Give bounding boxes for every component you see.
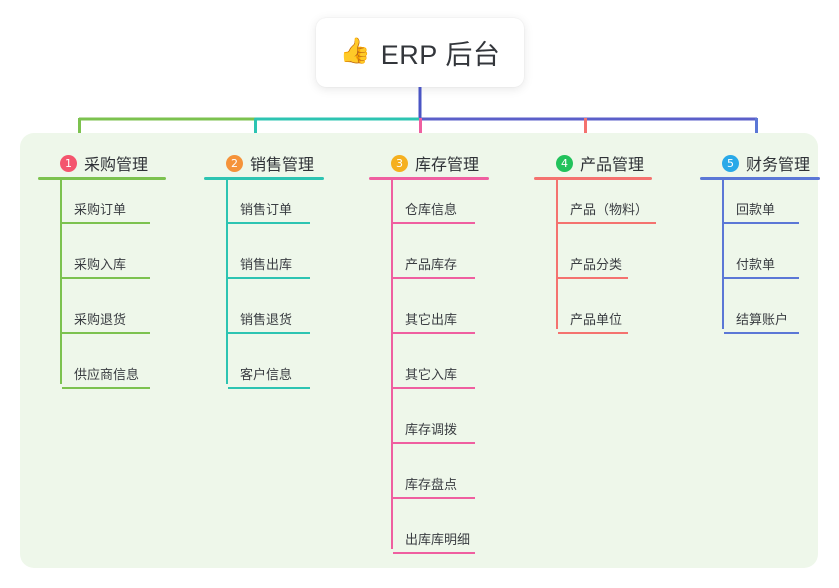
module-header-2[interactable]: 2 销售管理 — [226, 151, 314, 175]
root-node[interactable]: 👍 ERP 后台 — [316, 18, 524, 87]
module-item-label: 结算账户 — [736, 312, 789, 327]
module-index-badge: 2 — [226, 154, 243, 172]
module-item-label: 销售订单 — [240, 202, 293, 217]
module-item-label: 产品分类 — [570, 257, 623, 272]
module-item-label: 出库库明细 — [405, 532, 471, 547]
module-item-label: 付款单 — [736, 257, 776, 272]
module-item-label: 回款单 — [736, 202, 776, 217]
module-spine — [391, 178, 393, 549]
module-index-badge: 4 — [556, 154, 573, 172]
module-item-label: 仓库信息 — [405, 202, 458, 217]
module-item-rule — [393, 387, 475, 389]
module-title: 产品管理 — [580, 157, 645, 174]
module-item-label: 销售退货 — [240, 312, 293, 327]
module-item-rule — [228, 277, 310, 279]
module-title: 库存管理 — [415, 157, 480, 174]
module-spine — [226, 178, 228, 384]
module-title: 销售管理 — [250, 157, 315, 174]
module-item-rule — [228, 387, 310, 389]
module-item-rule — [393, 332, 475, 334]
module-item-rule — [393, 552, 475, 554]
module-header-rule — [534, 177, 652, 180]
module-column-4: 4 产品管理产品（物料） 产品分类产品单位 — [534, 133, 656, 334]
module-title: 采购管理 — [84, 157, 149, 174]
module-item-rule — [228, 222, 310, 224]
module-item-label: 其它入库 — [405, 367, 458, 382]
module-item-rule — [393, 277, 475, 279]
module-item-rule — [724, 222, 799, 224]
module-item-label: 库存调拨 — [405, 422, 458, 437]
module-column-3: 3 库存管理仓库信息产品库存其它出库其它入库库存调拨库存盘点出库库明细 — [369, 133, 489, 554]
module-item-rule — [62, 332, 150, 334]
thumbs-up-icon: 👍 — [339, 37, 371, 65]
module-item-label: 客户信息 — [240, 367, 293, 382]
module-header-rule — [38, 177, 166, 180]
module-item-label: 采购退货 — [74, 312, 127, 327]
module-spine — [722, 178, 724, 329]
module-header-4[interactable]: 4 产品管理 — [556, 151, 644, 175]
module-item-rule — [62, 387, 150, 389]
module-item-rule — [724, 277, 799, 279]
module-index-badge: 1 — [60, 154, 77, 172]
module-item-rule — [558, 277, 628, 279]
module-header-rule — [700, 177, 820, 180]
module-spine — [60, 178, 62, 384]
module-item-rule — [393, 222, 475, 224]
module-item-label: 其它出库 — [405, 312, 458, 327]
module-item-label: 供应商信息 — [74, 367, 140, 382]
module-item-label: 销售出库 — [240, 257, 293, 272]
module-item-rule — [62, 277, 150, 279]
module-item-label: 产品库存 — [405, 257, 458, 272]
module-index-badge: 5 — [722, 154, 739, 172]
module-column-2: 2 销售管理销售订单销售出库销售退货客户信息 — [204, 133, 324, 389]
module-item-label: 库存盘点 — [405, 477, 458, 492]
module-column-1: 1 采购管理采购订单采购入库采购退货供应商信息 — [38, 133, 166, 389]
module-item-label: 产品（物料） — [570, 202, 649, 217]
modules-panel: 1 采购管理采购订单采购入库采购退货供应商信息 2 销售管理销售订单销售出库销售退货客… — [20, 133, 820, 568]
module-item-rule — [393, 442, 475, 444]
module-spine — [556, 178, 558, 329]
root-title: ERP 后台 — [380, 40, 501, 70]
module-title: 财务管理 — [746, 157, 811, 174]
module-index-badge: 3 — [391, 154, 408, 172]
module-header-5[interactable]: 5 财务管理 — [722, 151, 810, 175]
module-item-label: 采购入库 — [74, 257, 127, 272]
module-header-3[interactable]: 3 库存管理 — [391, 151, 479, 175]
module-item-rule — [724, 332, 799, 334]
module-item-rule — [558, 222, 656, 224]
module-column-5: 5 财务管理回款单付款单结算账户 — [700, 133, 820, 334]
module-item-rule — [62, 222, 150, 224]
module-header-1[interactable]: 1 采购管理 — [60, 151, 148, 175]
module-header-rule — [204, 177, 324, 180]
module-item-rule — [393, 497, 475, 499]
module-item-rule — [558, 332, 628, 334]
module-item-label: 采购订单 — [74, 202, 127, 217]
module-item-label: 产品单位 — [570, 312, 623, 327]
module-item-rule — [228, 332, 310, 334]
module-header-rule — [369, 177, 489, 180]
